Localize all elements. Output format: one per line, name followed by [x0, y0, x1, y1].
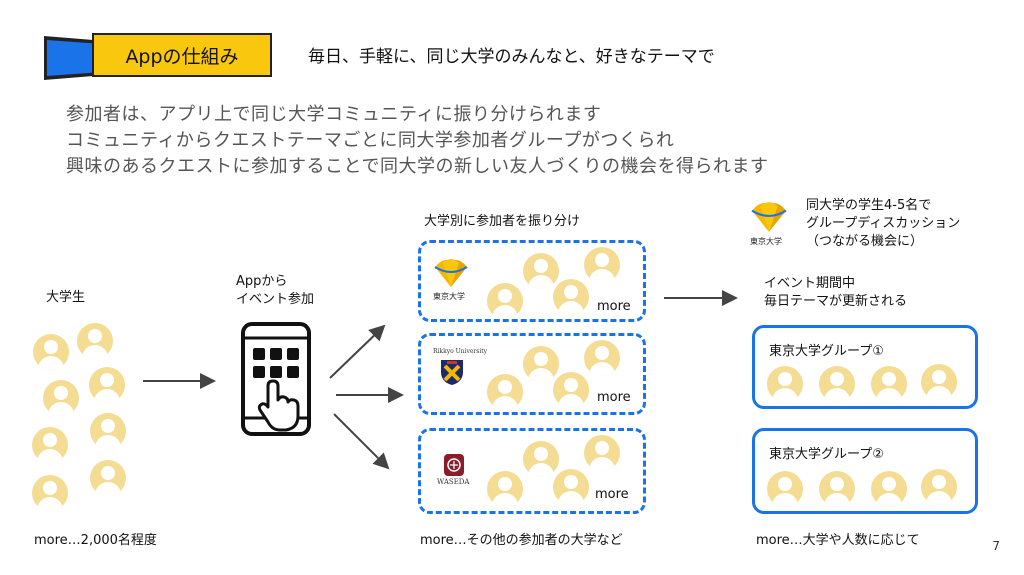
group-note-line1: 同大学の学生4-5名で — [806, 198, 932, 213]
group-box-2: 東京大学グループ② — [752, 428, 978, 514]
section-title-badge: Appの仕組み — [92, 33, 272, 77]
tokyo-logo-text: 東京大学 — [750, 237, 782, 246]
tokyo-university-logo-icon — [434, 259, 468, 287]
arrow-app-to-tokyo — [329, 324, 386, 379]
person-icon — [584, 340, 620, 376]
person-icon — [553, 279, 589, 315]
waseda-logo-text: WASEDA — [437, 478, 470, 486]
lead-line-2: コミュニティからクエストテーマごとに同大学参加者グループがつくられ — [66, 130, 675, 151]
group-box-1: 東京大学グループ① — [752, 325, 978, 409]
universities-label: 大学別に参加者を振り分け — [424, 214, 581, 229]
person-icon — [32, 427, 68, 463]
person-icon — [33, 334, 69, 370]
rikkyo-more-label: more — [597, 390, 631, 405]
groups-footer: more…大学や人数に応じて — [756, 533, 920, 548]
person-icon — [523, 441, 559, 477]
event-period-line1: イベント期間中 — [764, 276, 856, 291]
person-icon — [871, 366, 907, 402]
app-label-line2: イベント参加 — [236, 292, 315, 307]
event-period-line2: 毎日テーマが更新される — [764, 294, 908, 309]
lead-line-1: 参加者は、アプリ上で同じ大学コミュニティに振り分けられます — [66, 104, 602, 125]
group-1-title: 東京大学グループ① — [769, 344, 884, 359]
group-note-line3: （つながる機会に） — [806, 234, 924, 249]
rikkyo-university-logo-icon — [441, 360, 463, 385]
person-icon — [819, 366, 855, 402]
students-footer: more…2,000名程度 — [34, 533, 157, 548]
rikkyo-logo-text: Rikkyo University — [433, 348, 488, 355]
tagline: 毎日、手軽に、同じ大学のみんなと、好きなテーマで — [308, 47, 715, 67]
universities-footer: more…その他の参加者の大学など — [420, 533, 623, 548]
person-icon — [584, 247, 620, 283]
person-icon — [553, 469, 589, 505]
waseda-university-logo-icon — [444, 454, 464, 476]
person-icon — [32, 475, 68, 511]
person-icon — [767, 366, 803, 402]
university-box-tokyo: 東京大学 more — [418, 240, 646, 322]
person-icon — [90, 413, 126, 449]
person-icon — [553, 372, 589, 408]
smartphone-icon — [241, 322, 311, 436]
group-2-title: 東京大学グループ② — [769, 447, 884, 462]
tokyo-logo-text: 東京大学 — [433, 292, 465, 301]
person-icon — [89, 367, 125, 403]
tokyo-university-logo-icon — [751, 202, 787, 232]
page-number: 7 — [992, 539, 1000, 553]
person-icon — [77, 323, 113, 359]
person-icon — [487, 283, 523, 319]
lead-line-3: 興味のあるクエストに参加することで同大学の新しい友人づくりの機会を得られます — [66, 156, 769, 177]
person-icon — [767, 471, 803, 507]
person-icon — [871, 471, 907, 507]
tokyo-more-label: more — [597, 299, 631, 314]
person-icon — [523, 346, 559, 382]
person-icon — [90, 460, 126, 496]
students-label: 大学生 — [46, 290, 86, 305]
person-icon — [523, 253, 559, 289]
person-icon — [921, 364, 957, 400]
university-box-rikkyo: Rikkyo University more — [418, 333, 646, 415]
arrow-app-to-waseda — [333, 413, 390, 470]
university-box-waseda: WASEDA more — [418, 428, 646, 514]
waseda-more-label: more — [595, 487, 629, 502]
person-icon — [487, 374, 523, 410]
group-note-line2: グループディスカッション — [806, 216, 961, 231]
person-icon — [43, 380, 79, 416]
app-label-line1: Appから — [236, 274, 288, 289]
person-icon — [921, 469, 957, 505]
person-icon — [487, 471, 523, 507]
title-tab-accent — [47, 40, 97, 76]
person-icon — [584, 435, 620, 471]
person-icon — [819, 471, 855, 507]
